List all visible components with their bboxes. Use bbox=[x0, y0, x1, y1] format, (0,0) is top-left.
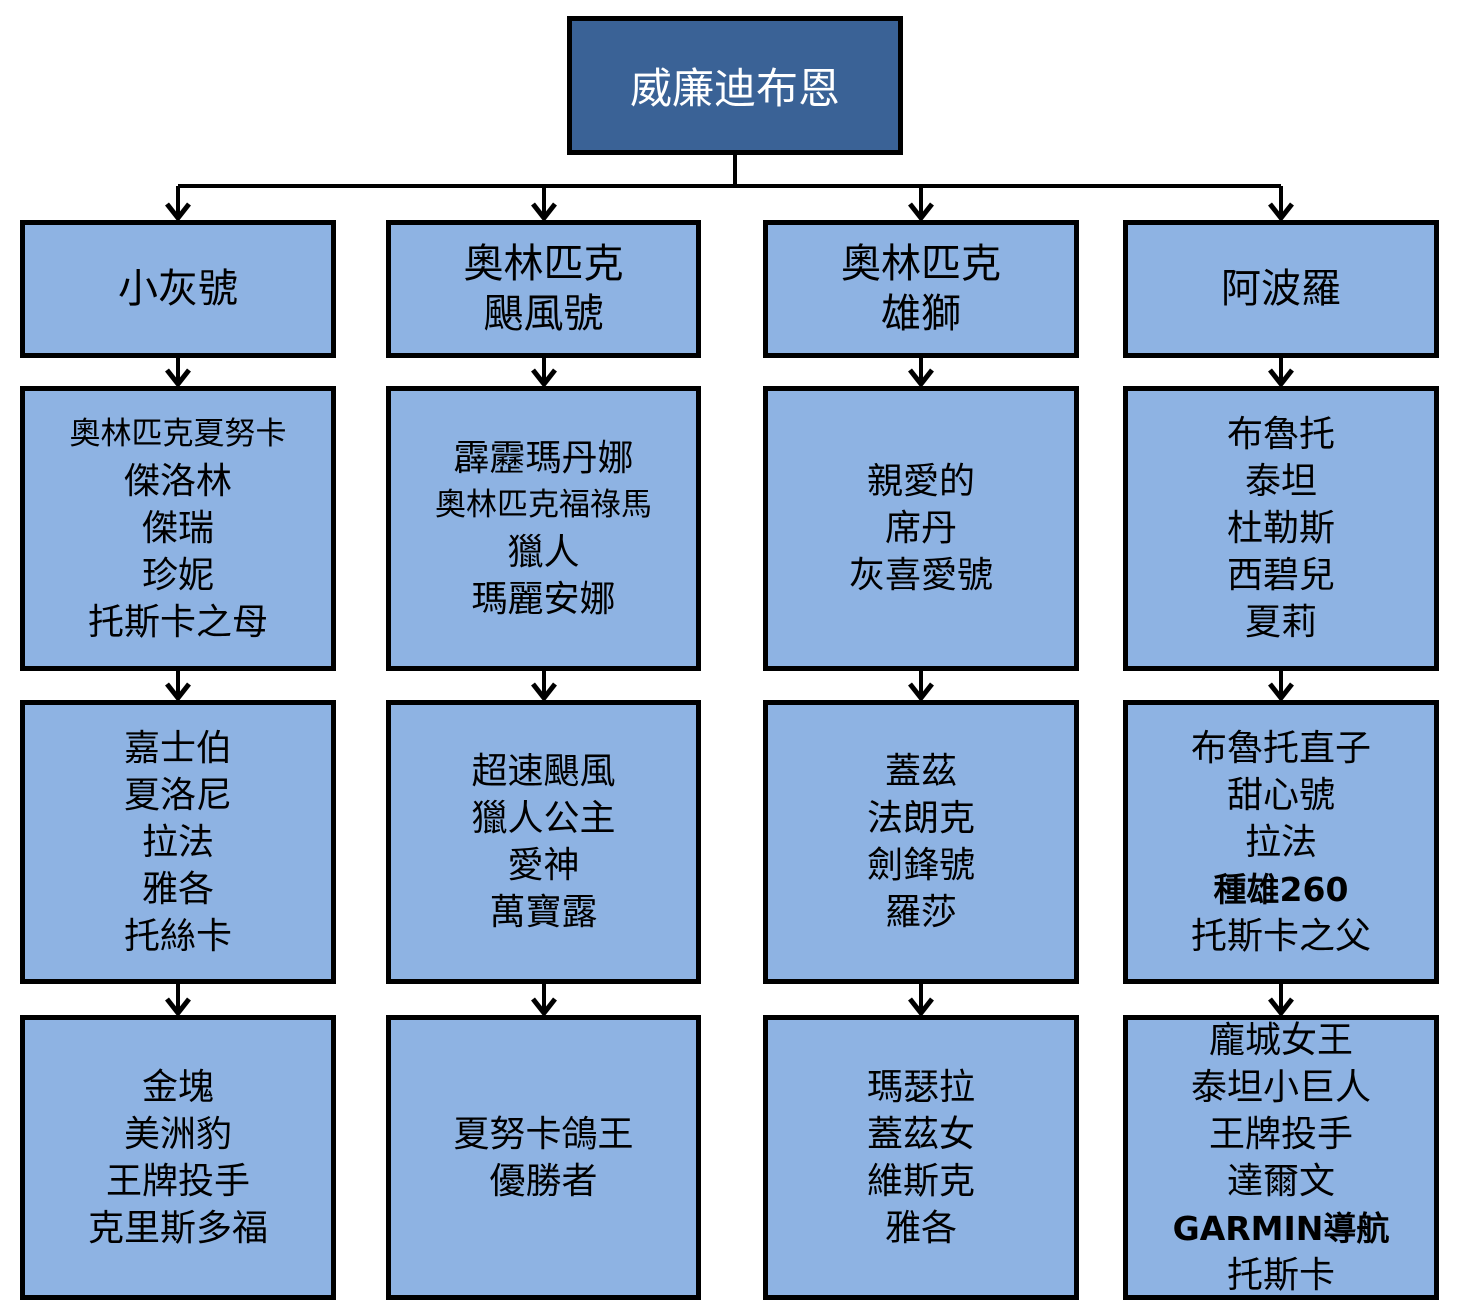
generation-box-2-1: 霹靂瑪丹娜奧林匹克福祿馬獵人瑪麗安娜 bbox=[386, 386, 701, 671]
member-name: 夏洛尼 bbox=[123, 774, 232, 816]
arrow-head bbox=[165, 368, 191, 389]
member-name: 傑洛林 bbox=[123, 461, 232, 502]
member-name: 席丹 bbox=[884, 508, 957, 549]
member-name: 托斯卡之母 bbox=[87, 602, 268, 643]
arrow-head bbox=[165, 202, 191, 223]
member-name: 灰喜愛號 bbox=[848, 555, 993, 596]
arrow-head bbox=[1268, 202, 1294, 223]
arrow-head bbox=[165, 682, 191, 703]
column-head-label: 小灰號 bbox=[118, 266, 238, 312]
member-name: GARMIN導航 bbox=[1172, 1208, 1390, 1248]
arrow-head bbox=[1268, 368, 1294, 389]
member-name: 拉法 bbox=[141, 821, 214, 863]
member-name: 珍妮 bbox=[141, 555, 214, 596]
generation-box-4-1: 布魯托泰坦杜勒斯西碧兒夏莉 bbox=[1123, 386, 1439, 671]
member-name: 托絲卡 bbox=[123, 915, 232, 957]
member-name: 布魯托直子 bbox=[1190, 727, 1371, 769]
arrow-head bbox=[908, 682, 934, 703]
member-name: 托斯卡 bbox=[1226, 1254, 1335, 1296]
member-name: 奧林匹克夏努卡 bbox=[69, 416, 287, 452]
column-head-2: 奧林匹克颶風號 bbox=[386, 220, 701, 358]
member-name: 甜心號 bbox=[1226, 774, 1335, 816]
member-name: 瑪麗安娜 bbox=[471, 578, 616, 620]
root-node: 威廉迪布恩 bbox=[567, 16, 903, 155]
member-name: 蓋茲 bbox=[884, 751, 957, 792]
arrow-head bbox=[531, 202, 557, 223]
member-name: 龐城女王 bbox=[1208, 1019, 1353, 1061]
arrow-head bbox=[531, 368, 557, 389]
column-head-label: 奧林匹克 bbox=[463, 241, 624, 287]
member-name: 優勝者 bbox=[489, 1160, 598, 1202]
member-name: 西碧兒 bbox=[1226, 555, 1335, 596]
member-name: 霹靂瑪丹娜 bbox=[453, 437, 634, 479]
column-head-4: 阿波羅 bbox=[1123, 220, 1439, 358]
generation-box-3-1: 親愛的席丹灰喜愛號 bbox=[763, 386, 1079, 671]
member-name: 親愛的 bbox=[866, 461, 975, 502]
member-name: 金塊 bbox=[141, 1066, 214, 1108]
member-name: 雅各 bbox=[141, 868, 214, 910]
generation-box-3-2: 蓋茲法朗克劍鋒號羅莎 bbox=[763, 700, 1079, 984]
member-name: 泰坦小巨人 bbox=[1190, 1066, 1371, 1108]
generation-box-1-2: 嘉士伯夏洛尼拉法雅各托絲卡 bbox=[20, 700, 336, 984]
member-name: 瑪瑟拉 bbox=[866, 1066, 975, 1108]
column-head-1: 小灰號 bbox=[20, 220, 336, 358]
column-head-3: 奧林匹克雄獅 bbox=[763, 220, 1079, 358]
member-name: 王牌投手 bbox=[1208, 1113, 1353, 1155]
member-name: 愛神 bbox=[507, 845, 580, 886]
member-name: 夏莉 bbox=[1244, 602, 1317, 643]
member-name: 超速颶風 bbox=[471, 751, 616, 792]
member-name: 夏努卡鴿王 bbox=[453, 1113, 634, 1155]
member-name: 傑瑞 bbox=[141, 508, 214, 549]
column-head-label: 颶風號 bbox=[483, 291, 604, 337]
member-name: 嘉士伯 bbox=[123, 727, 232, 769]
generation-box-3-3: 瑪瑟拉蓋茲女維斯克雅各 bbox=[763, 1015, 1079, 1300]
column-head-label: 雄獅 bbox=[881, 291, 961, 337]
member-name: 克里斯多福 bbox=[87, 1207, 268, 1249]
member-name: 泰坦 bbox=[1244, 461, 1317, 502]
member-name: 雅各 bbox=[884, 1207, 957, 1249]
member-name: 維斯克 bbox=[866, 1160, 975, 1202]
member-name: 奧林匹克福祿馬 bbox=[435, 486, 652, 523]
arrow-head bbox=[165, 997, 191, 1018]
member-name: 拉法 bbox=[1244, 821, 1317, 863]
arrow-head bbox=[908, 202, 934, 223]
member-name: 獵人 bbox=[507, 531, 580, 573]
member-name: 羅莎 bbox=[884, 892, 957, 933]
member-name: 法朗克 bbox=[866, 798, 975, 839]
arrow-head bbox=[908, 368, 934, 389]
root-label: 威廉迪布恩 bbox=[629, 64, 840, 113]
member-name: 達爾文 bbox=[1226, 1160, 1335, 1202]
generation-box-4-3: 龐城女王泰坦小巨人王牌投手達爾文 GARMIN導航托斯卡 bbox=[1123, 1015, 1439, 1300]
member-name: 美洲豹 bbox=[123, 1113, 232, 1155]
column-head-label: 阿波羅 bbox=[1221, 266, 1341, 312]
member-name: 托斯卡之父 bbox=[1190, 915, 1371, 957]
generation-box-1-1: 奧林匹克夏努卡傑洛林傑瑞珍妮托斯卡之母 bbox=[20, 386, 336, 671]
arrow-head bbox=[1268, 682, 1294, 703]
member-name: 獵人公主 bbox=[471, 798, 616, 839]
member-name: 蓋茲女 bbox=[866, 1113, 975, 1155]
arrow-head bbox=[1268, 997, 1294, 1018]
member-name: 布魯托 bbox=[1226, 414, 1335, 455]
member-name: 種雄260 bbox=[1213, 869, 1349, 909]
generation-box-4-2: 布魯托直子甜心號拉法種雄260 托斯卡之父 bbox=[1123, 700, 1439, 984]
member-name: 王牌投手 bbox=[105, 1160, 250, 1202]
column-head-label: 奧林匹克 bbox=[841, 241, 1001, 287]
generation-box-1-3: 金塊美洲豹王牌投手克里斯多福 bbox=[20, 1015, 336, 1300]
member-name: 萬寶露 bbox=[489, 892, 598, 933]
arrow-head bbox=[531, 997, 557, 1018]
generation-box-2-3: 夏努卡鴿王優勝者 bbox=[386, 1015, 701, 1300]
arrow-head bbox=[531, 682, 557, 703]
generation-box-2-2: 超速颶風獵人公主愛神萬寶露 bbox=[386, 700, 701, 984]
member-name: 杜勒斯 bbox=[1226, 508, 1335, 549]
arrow-head bbox=[908, 997, 934, 1018]
member-name: 劍鋒號 bbox=[866, 845, 975, 886]
